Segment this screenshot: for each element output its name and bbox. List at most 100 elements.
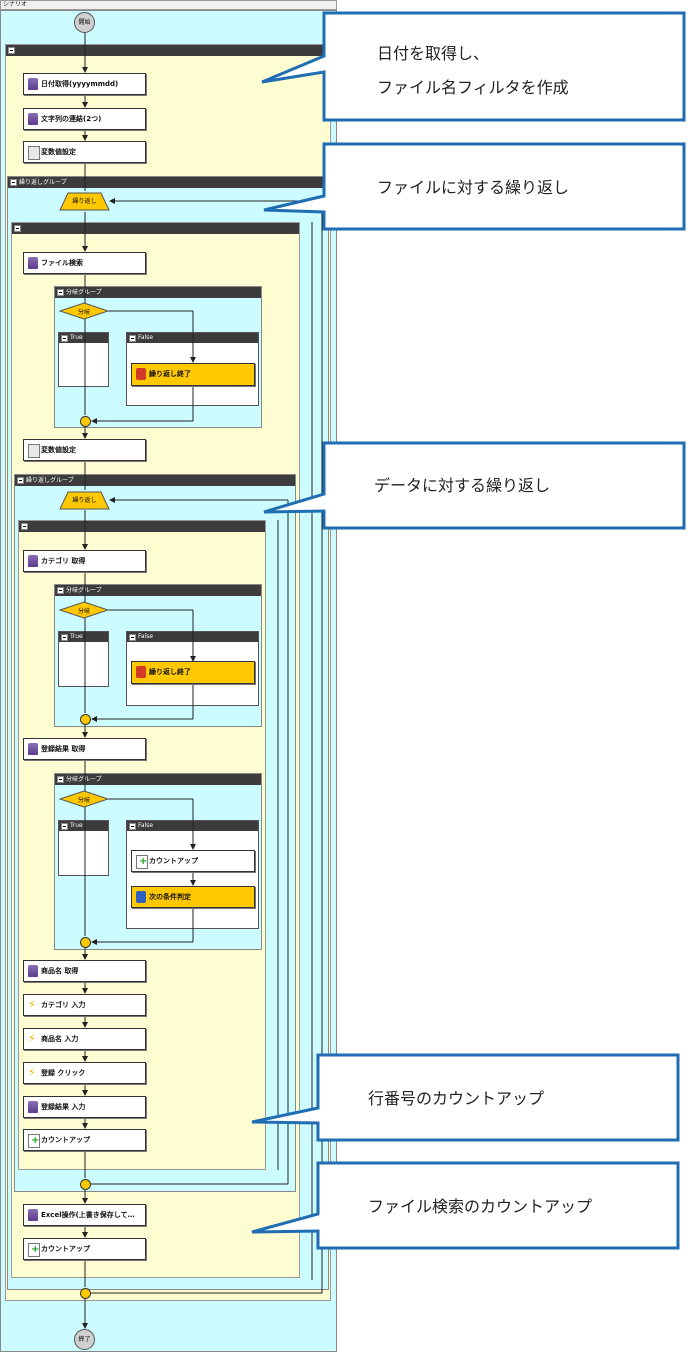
branch-group-1-header[interactable]: 分岐グループ <box>55 287 261 298</box>
callout-1-line-1: 日付を取得し、 <box>377 44 490 63</box>
database-icon <box>28 555 38 567</box>
node-register-click[interactable]: ⚡登録 クリック <box>23 1062 146 1084</box>
loop-group-label: 繰り返しグループ <box>26 477 74 484</box>
database-icon <box>28 965 38 977</box>
node-var-set-2[interactable]: 変数値設定 <box>23 439 146 461</box>
collapse-icon[interactable] <box>14 225 21 232</box>
branch-group-3-header[interactable]: 分岐グループ <box>55 774 261 785</box>
count-up-icon <box>136 851 148 871</box>
lightning-icon: ⚡ <box>28 998 36 1011</box>
node-label: 繰り返し終了 <box>149 668 191 676</box>
callout-2: ファイルに対する繰り返し <box>377 178 570 197</box>
true-branch-header[interactable]: True <box>59 632 108 642</box>
end-node[interactable]: 終了 <box>74 1329 95 1350</box>
node-category-input[interactable]: ⚡ カテゴリ 入力 <box>23 994 146 1016</box>
collapse-icon[interactable] <box>129 823 136 830</box>
node-label: Excel操作(上書き保存して… <box>41 1211 135 1219</box>
node-loop-end[interactable]: 繰り返し終了 <box>131 363 255 386</box>
node-count-up-3[interactable]: カウントアップ <box>23 1238 146 1260</box>
callout-3: データに対する繰り返し <box>374 476 551 495</box>
branch-label-1[interactable]: 分岐 <box>77 309 90 316</box>
loop-label-2[interactable]: 繰り返し <box>72 497 97 504</box>
node-count-up-2[interactable]: カウントアップ <box>23 1129 146 1151</box>
node-count-up[interactable]: カウントアップ <box>131 850 255 872</box>
node-label: カテゴリ 取得 <box>41 557 86 565</box>
collapse-icon[interactable] <box>129 335 136 342</box>
collapse-icon[interactable] <box>129 634 136 641</box>
collapse-icon[interactable] <box>61 335 68 342</box>
false-label: False <box>138 633 154 640</box>
node-concat[interactable]: 文字列の連結(2つ) <box>23 108 146 130</box>
sequence-header-1[interactable] <box>6 45 330 56</box>
branch-group-label: 分岐グループ <box>66 289 102 296</box>
collapse-icon[interactable] <box>10 179 17 186</box>
start-node[interactable]: 開始 <box>74 12 95 33</box>
junction-4 <box>80 1179 91 1190</box>
callout-4: 行番号のカウントアップ <box>368 1089 545 1108</box>
node-excel-op[interactable]: Excel操作(上書き保存して… <box>23 1204 146 1226</box>
collapse-icon[interactable] <box>61 634 68 641</box>
node-file-search[interactable]: ファイル検索 <box>23 252 146 274</box>
node-label: カテゴリ 入力 <box>41 1001 86 1009</box>
database-icon <box>28 113 38 125</box>
node-label: カウントアップ <box>41 1136 90 1144</box>
true-label: True <box>70 633 83 640</box>
collapse-icon[interactable] <box>8 47 15 54</box>
true-label: True <box>70 822 83 829</box>
collapse-icon[interactable] <box>57 587 64 594</box>
branch-label-3[interactable]: 分岐 <box>77 797 90 804</box>
collapse-icon[interactable] <box>57 776 64 783</box>
node-label: 変数値設定 <box>41 148 76 156</box>
junction-5 <box>80 1288 91 1299</box>
loop-group-2-header[interactable]: 繰り返しグループ <box>15 475 295 486</box>
node-result-input[interactable]: 登録結果 入力 <box>23 1096 146 1118</box>
junction-2 <box>80 714 91 725</box>
true-branch-header[interactable]: True <box>59 333 108 343</box>
true-branch-2: True <box>58 631 109 687</box>
node-label: 次の条件判定 <box>149 893 191 901</box>
false-label: False <box>138 822 154 829</box>
node-label: 変数値設定 <box>41 446 76 454</box>
collapse-icon[interactable] <box>61 823 68 830</box>
end-label: 終了 <box>78 1336 91 1343</box>
collapse-icon[interactable] <box>17 477 24 484</box>
condition-icon <box>136 891 146 903</box>
node-category-get[interactable]: カテゴリ 取得 <box>23 550 146 572</box>
collapse-icon[interactable] <box>57 289 64 296</box>
junction-1 <box>80 416 91 427</box>
node-label: カウントアップ <box>41 1245 90 1253</box>
node-product-input[interactable]: ⚡ 商品名 入力 <box>23 1028 146 1050</box>
count-up-icon <box>28 1239 40 1259</box>
collapse-icon[interactable] <box>21 523 28 530</box>
node-label: 登録結果 入力 <box>41 1103 86 1111</box>
database-icon <box>28 78 38 90</box>
sequence-header-2[interactable] <box>12 223 299 234</box>
node-loop-end-2[interactable]: 繰り返し終了 <box>131 661 255 684</box>
database-icon <box>28 1101 38 1113</box>
database-icon <box>28 1209 38 1221</box>
node-product-get[interactable]: 商品名 取得 <box>23 960 146 982</box>
variable-icon <box>28 444 40 458</box>
node-label: 商品名 入力 <box>41 1035 79 1043</box>
true-branch-header[interactable]: True <box>59 821 108 831</box>
loop-label-1[interactable]: 繰り返し <box>72 198 97 205</box>
true-label: True <box>70 334 83 341</box>
node-label: 登録 クリック <box>41 1069 86 1077</box>
false-label: False <box>138 334 154 341</box>
lightning-icon: ⚡ <box>28 1032 36 1045</box>
true-branch-3: True <box>58 820 109 876</box>
node-result-get[interactable]: 登録結果 取得 <box>23 738 146 760</box>
branch-label-2[interactable]: 分岐 <box>77 608 90 615</box>
node-next-condition[interactable]: 次の条件判定 <box>131 886 255 908</box>
branch-group-label: 分岐グループ <box>66 776 102 783</box>
loop-group-label: 繰り返しグループ <box>19 179 67 186</box>
junction-3 <box>80 937 91 948</box>
node-label: カウントアップ <box>149 857 198 865</box>
node-label: 日付取得(yyyymmdd) <box>41 80 119 88</box>
sequence-header-3[interactable] <box>19 521 265 532</box>
node-date-get[interactable]: 日付取得(yyyymmdd) <box>23 73 146 95</box>
node-var-set[interactable]: 変数値設定 <box>23 141 146 163</box>
branch-group-2-header[interactable]: 分岐グループ <box>55 585 261 596</box>
loop-group-1-header[interactable]: 繰り返しグループ <box>8 177 328 188</box>
